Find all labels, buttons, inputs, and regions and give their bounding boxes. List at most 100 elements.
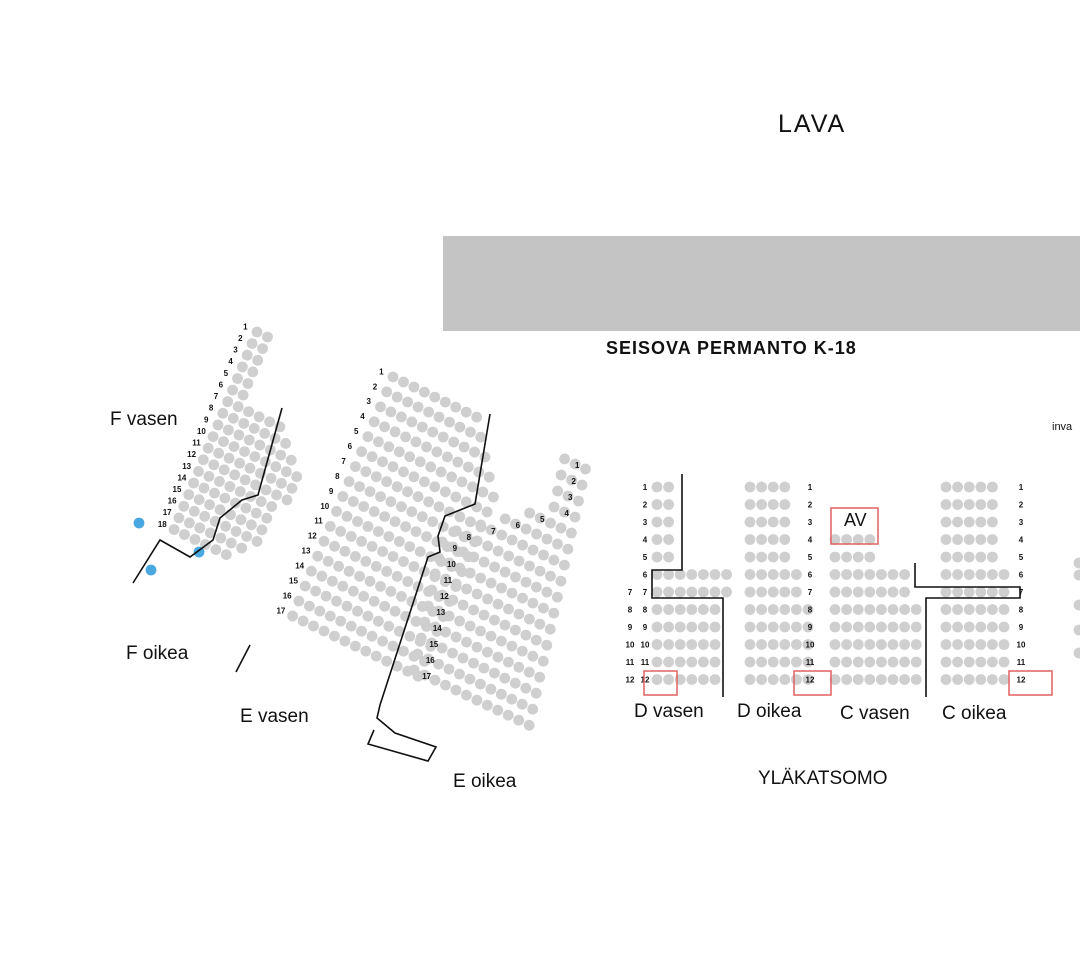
seat[interactable] (188, 505, 200, 517)
seat[interactable] (236, 542, 248, 554)
seat[interactable] (492, 651, 504, 663)
seat[interactable] (492, 545, 504, 557)
seat[interactable] (227, 384, 239, 396)
seat[interactable] (744, 674, 756, 685)
seat[interactable] (475, 519, 487, 531)
seat[interactable] (257, 343, 268, 354)
seat[interactable] (779, 604, 791, 615)
seat[interactable] (364, 486, 376, 497)
seat[interactable] (744, 639, 756, 650)
seat[interactable] (829, 534, 841, 545)
seat[interactable] (247, 366, 259, 378)
seat[interactable] (864, 569, 876, 580)
seat[interactable] (439, 396, 451, 408)
seat[interactable] (421, 531, 432, 542)
seat[interactable] (975, 516, 987, 528)
seat[interactable] (562, 490, 574, 502)
seat[interactable] (450, 578, 462, 590)
seat[interactable] (1073, 557, 1080, 569)
seat[interactable] (674, 656, 686, 668)
seat[interactable] (841, 551, 852, 563)
seat[interactable] (450, 684, 462, 696)
seat[interactable] (464, 567, 476, 579)
seat[interactable] (524, 560, 535, 572)
seat[interactable] (256, 524, 268, 536)
seat[interactable] (548, 607, 560, 619)
seat[interactable] (233, 429, 245, 441)
seat[interactable] (517, 539, 528, 551)
seat[interactable] (663, 604, 674, 615)
seat[interactable] (802, 656, 814, 668)
seat[interactable] (887, 656, 899, 668)
seat[interactable] (173, 512, 185, 524)
seat[interactable] (220, 549, 232, 560)
seat[interactable] (709, 656, 721, 668)
seat[interactable] (414, 456, 426, 468)
seat[interactable] (377, 456, 388, 468)
seat[interactable] (963, 656, 975, 668)
seat[interactable] (829, 674, 841, 685)
seat[interactable] (485, 577, 497, 589)
seat[interactable] (538, 549, 549, 561)
seat[interactable] (381, 476, 393, 488)
seat[interactable] (265, 472, 277, 484)
seat[interactable] (756, 639, 767, 650)
seat[interactable] (952, 516, 963, 528)
seat[interactable] (327, 575, 338, 587)
seat[interactable] (219, 492, 231, 504)
seat[interactable] (318, 625, 330, 637)
seat[interactable] (963, 674, 975, 685)
seat[interactable] (709, 621, 721, 633)
seat[interactable] (356, 536, 367, 547)
seat[interactable] (389, 516, 401, 527)
seat[interactable] (709, 586, 721, 598)
seat[interactable] (899, 656, 910, 668)
seat[interactable] (239, 474, 251, 486)
seat[interactable] (475, 572, 486, 584)
seat[interactable] (398, 645, 409, 657)
seat[interactable] (197, 454, 209, 466)
seat[interactable] (952, 621, 963, 633)
seat[interactable] (1073, 624, 1080, 636)
seat[interactable] (829, 639, 841, 650)
seat[interactable] (864, 674, 876, 685)
seat[interactable] (433, 501, 445, 513)
seat[interactable] (356, 446, 367, 458)
seat[interactable] (485, 524, 497, 536)
seat[interactable] (479, 451, 491, 463)
seat[interactable] (457, 546, 469, 558)
seat[interactable] (686, 604, 698, 615)
seat[interactable] (975, 569, 987, 580)
seat[interactable] (489, 561, 500, 573)
seat[interactable] (251, 536, 263, 547)
seat[interactable] (339, 635, 351, 647)
seat[interactable] (419, 616, 431, 628)
seat[interactable] (440, 679, 451, 691)
seat[interactable] (368, 416, 380, 428)
seat[interactable] (198, 482, 210, 494)
seat[interactable] (791, 586, 802, 598)
seat[interactable] (527, 650, 539, 662)
seat[interactable] (686, 569, 698, 580)
seat[interactable] (520, 629, 532, 641)
seat[interactable] (414, 546, 426, 557)
seat[interactable] (454, 562, 466, 574)
seat[interactable] (460, 406, 472, 418)
seat[interactable] (416, 421, 428, 433)
seat[interactable] (756, 569, 767, 580)
seat[interactable] (337, 491, 349, 502)
seat[interactable] (471, 411, 483, 423)
seat[interactable] (389, 426, 401, 438)
seat[interactable] (429, 621, 441, 633)
seat[interactable] (385, 406, 397, 418)
seat[interactable] (225, 537, 237, 549)
seat[interactable] (213, 447, 225, 459)
seat[interactable] (506, 693, 518, 705)
seat[interactable] (471, 694, 483, 706)
seat[interactable] (566, 527, 577, 539)
seat[interactable] (439, 486, 451, 498)
seat[interactable] (471, 588, 483, 600)
seat[interactable] (383, 531, 395, 542)
seat[interactable] (841, 604, 852, 615)
seat[interactable] (312, 550, 324, 562)
